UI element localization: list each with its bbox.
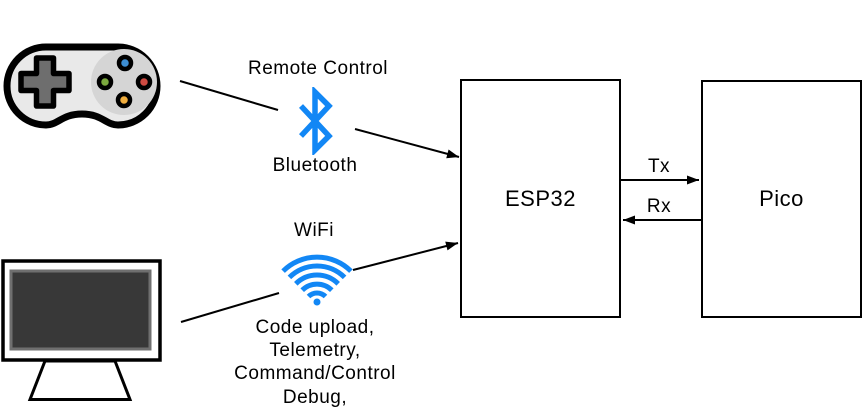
wifi-to-esp32-arrow bbox=[352, 241, 459, 271]
button-blue-icon bbox=[116, 54, 134, 72]
controller-button-area bbox=[91, 49, 157, 115]
monitor-stand bbox=[27, 359, 133, 401]
wifi-description-line: Command/Control bbox=[234, 363, 396, 385]
wifi-icon bbox=[281, 254, 353, 306]
esp32-node: ESP32 bbox=[460, 79, 621, 318]
monitor-screen bbox=[9, 269, 152, 351]
controller-to-bluetooth-line bbox=[179, 80, 279, 111]
dpad-icon bbox=[18, 55, 72, 109]
computer-to-wifi-line bbox=[180, 292, 280, 323]
wifi-label: WiFi bbox=[294, 220, 334, 241]
bluetooth-label: Bluetooth bbox=[272, 155, 358, 176]
button-red-icon bbox=[135, 73, 153, 91]
button-orange-icon bbox=[115, 91, 133, 109]
wifi-description-line: Code upload, bbox=[255, 317, 375, 338]
game-controller-icon bbox=[3, 43, 161, 129]
remote-control-label: Remote Control bbox=[247, 58, 389, 79]
pico-node: Pico bbox=[701, 80, 862, 318]
rx-label: Rx bbox=[646, 196, 672, 217]
pico-label: Pico bbox=[759, 186, 804, 211]
wifi-description: Code upload, Telemetry, Command/Control … bbox=[234, 316, 396, 409]
bluetooth-icon bbox=[299, 87, 333, 155]
bluetooth-to-esp32-arrow bbox=[354, 128, 460, 159]
wifi-description-line: Telemetry, bbox=[269, 340, 361, 362]
esp32-label: ESP32 bbox=[505, 185, 576, 211]
computer-monitor-icon bbox=[1, 259, 162, 401]
tx-label: Tx bbox=[647, 156, 671, 177]
button-green-icon bbox=[96, 73, 114, 91]
wifi-description-line: Debug, bbox=[282, 386, 348, 408]
